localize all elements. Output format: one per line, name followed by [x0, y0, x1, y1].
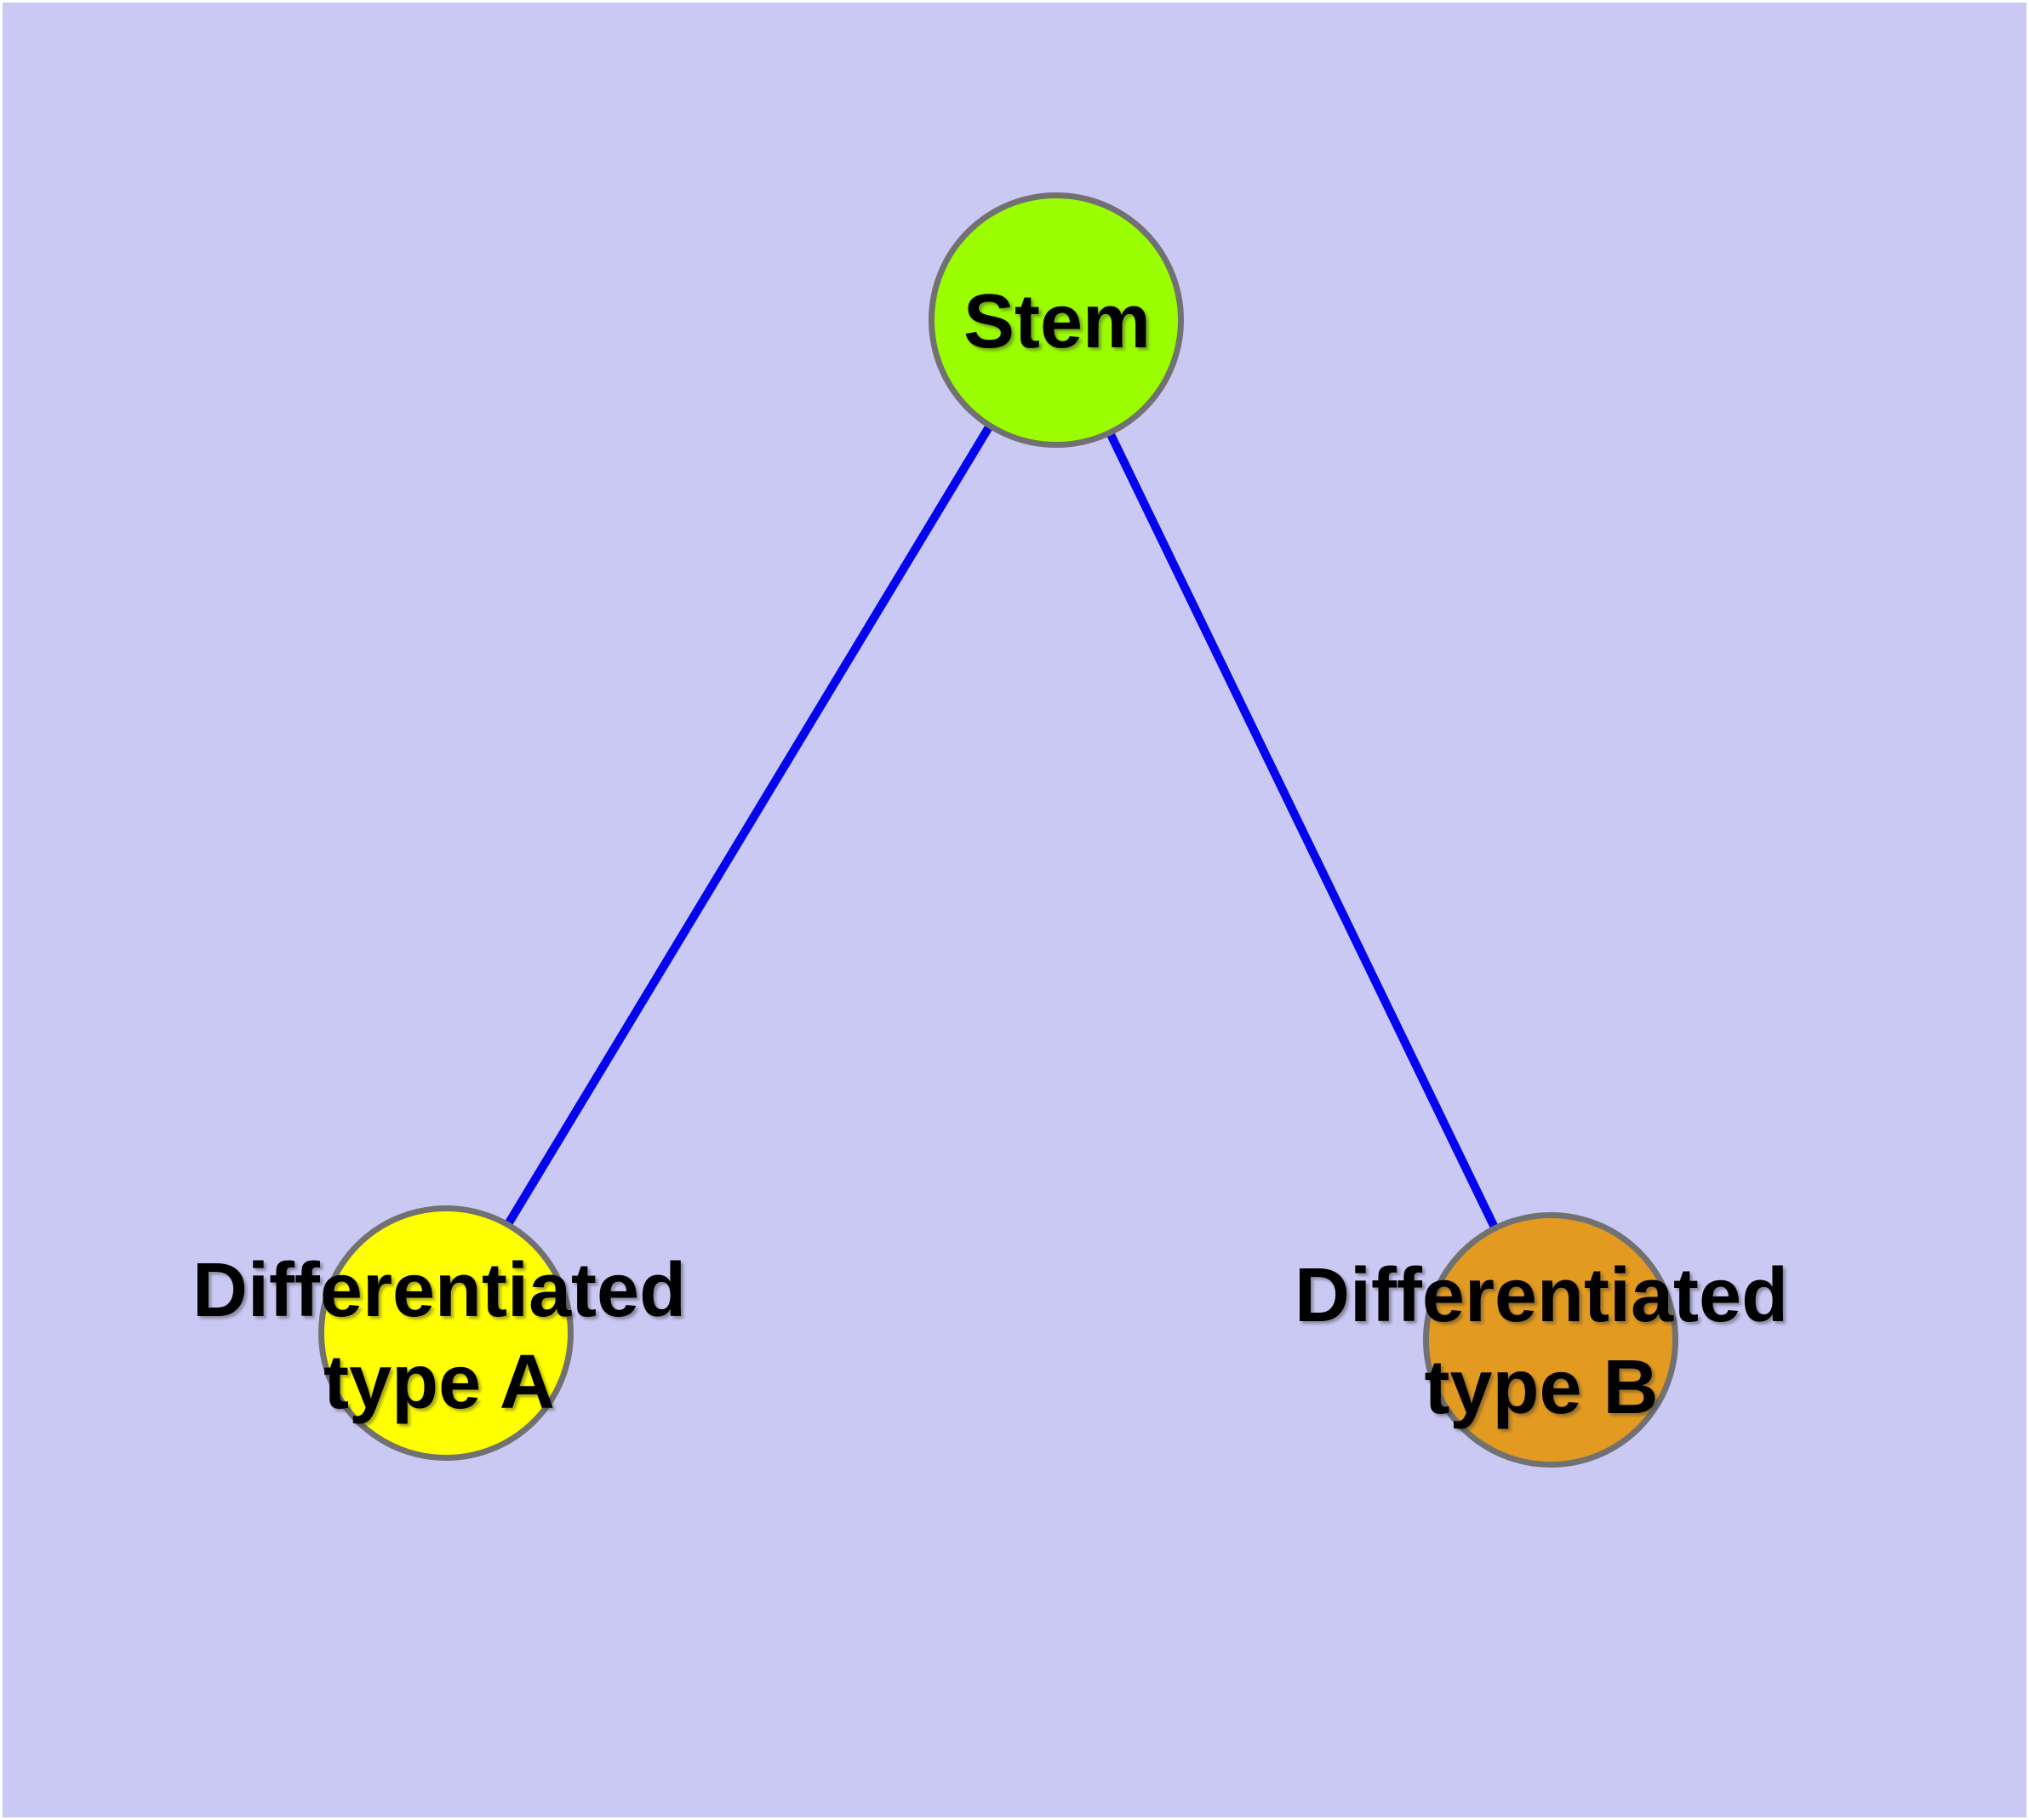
node-differentiated-type-b [1423, 1212, 1678, 1468]
edge-stem-to-type-b [1050, 314, 1552, 1342]
edges-layer [439, 314, 1552, 1342]
graph-canvas: Stem Differentiated type A Differentiate… [3, 3, 2026, 1817]
node-differentiated-type-a [318, 1205, 574, 1461]
edge-stem-to-type-a [439, 314, 1059, 1336]
node-stem [929, 192, 1184, 448]
